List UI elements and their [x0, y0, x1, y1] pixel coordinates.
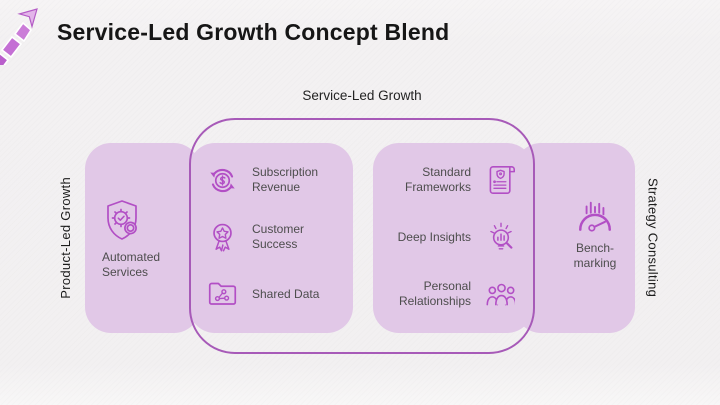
folder-share-icon	[205, 280, 239, 308]
service-led-right-box: Standard Frameworks Deep Insights	[373, 143, 533, 333]
service-led-left-box: Subscription Revenue Customer Success	[189, 143, 353, 333]
item-label: Customer Success	[252, 222, 305, 251]
gauge-benchmark-icon	[575, 200, 615, 236]
dollar-cycle-icon	[205, 165, 239, 196]
list-item-shared-data: Shared Data	[189, 273, 353, 315]
list-item-personal-relationships: Personal Relationships	[373, 273, 533, 315]
strategy-consulting-axis-label: Strategy Consulting	[645, 178, 661, 298]
list-item-customer-success: Customer Success	[189, 216, 353, 258]
item-label: Deep Insights	[397, 229, 471, 244]
insight-magnifier-icon	[484, 220, 518, 254]
benchmarking-item: Bench-marking	[559, 200, 631, 271]
item-label: Subscription Revenue	[252, 165, 319, 194]
list-item-subscription-revenue: Subscription Revenue	[189, 159, 353, 201]
service-led-growth-label: Service-Led Growth	[302, 88, 422, 103]
certificate-scroll-icon	[484, 163, 518, 197]
list-item-standard-frameworks: Standard Frameworks	[373, 159, 533, 201]
item-label: Standard Frameworks	[404, 165, 471, 194]
item-label: Shared Data	[252, 286, 320, 301]
page-title: Service-Led Growth Concept Blend	[57, 19, 450, 45]
shield-gear-check-icon	[102, 198, 142, 244]
item-label: Automated Services	[102, 250, 161, 279]
item-label: Personal Relationships	[398, 279, 471, 308]
service-led-growth-outline	[189, 118, 535, 354]
product-led-box: Automated Services	[85, 143, 200, 333]
strategy-consulting-box: Bench-marking	[515, 143, 635, 333]
people-group-icon	[484, 282, 518, 307]
automated-services-item: Automated Services	[102, 198, 186, 280]
growth-arrow-icon	[0, 8, 38, 65]
award-ribbon-icon	[205, 221, 239, 254]
product-led-growth-axis-label: Product-Led Growth	[57, 177, 73, 299]
item-label: Bench-marking	[573, 241, 617, 270]
list-item-deep-insights: Deep Insights	[373, 216, 533, 258]
